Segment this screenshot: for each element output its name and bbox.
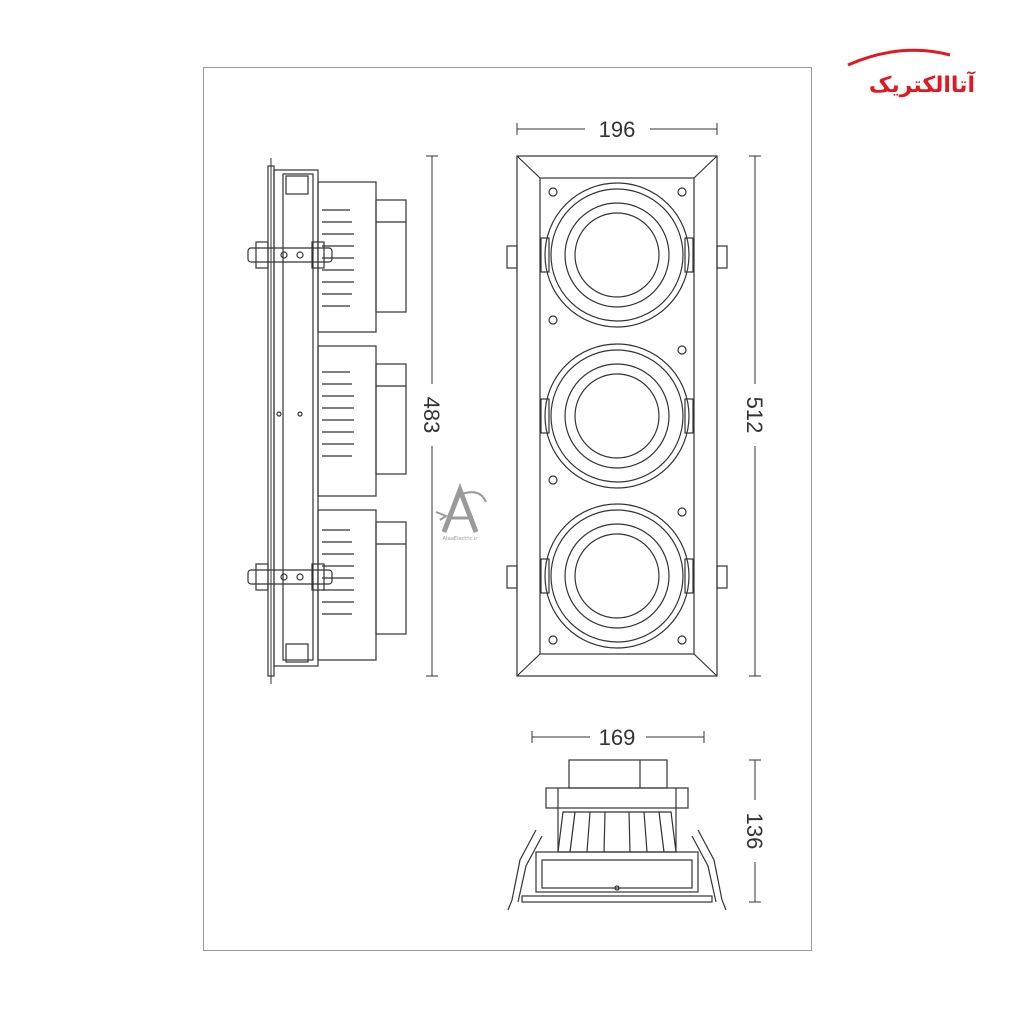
front-view [506,155,728,677]
side-module-2 [317,345,407,497]
front-lamp-1 [540,182,694,328]
dimension-bottom-height-label: 136 [742,813,767,850]
dimension-front-width [516,123,718,135]
side-clip-top [247,241,333,269]
brand-logo: آتاالکتریک [847,48,976,98]
front-lamp-3 [540,503,694,649]
brand-logo-text: آتاالکتریک [869,70,976,98]
watermark-logo [435,482,487,533]
dimension-side-height [426,155,438,677]
dimension-bottom-width-label: 169 [599,725,636,750]
side-module-1 [285,175,407,333]
side-view [247,158,407,684]
front-lamp-2 [540,343,694,489]
side-clip-bottom [247,563,333,591]
dimension-side-height-label: 483 [419,397,444,434]
dimension-bottom-width [531,731,705,743]
dimension-bottom-height [749,759,761,903]
dimension-front-height-label: 512 [742,397,767,434]
dimension-front-width-label: 196 [599,117,636,142]
side-module-3 [285,509,407,663]
watermark-text: AtaaElectric.ir [443,536,479,542]
drawing-frame [203,67,812,951]
bottom-view [507,759,727,911]
dimension-front-height [749,155,761,677]
